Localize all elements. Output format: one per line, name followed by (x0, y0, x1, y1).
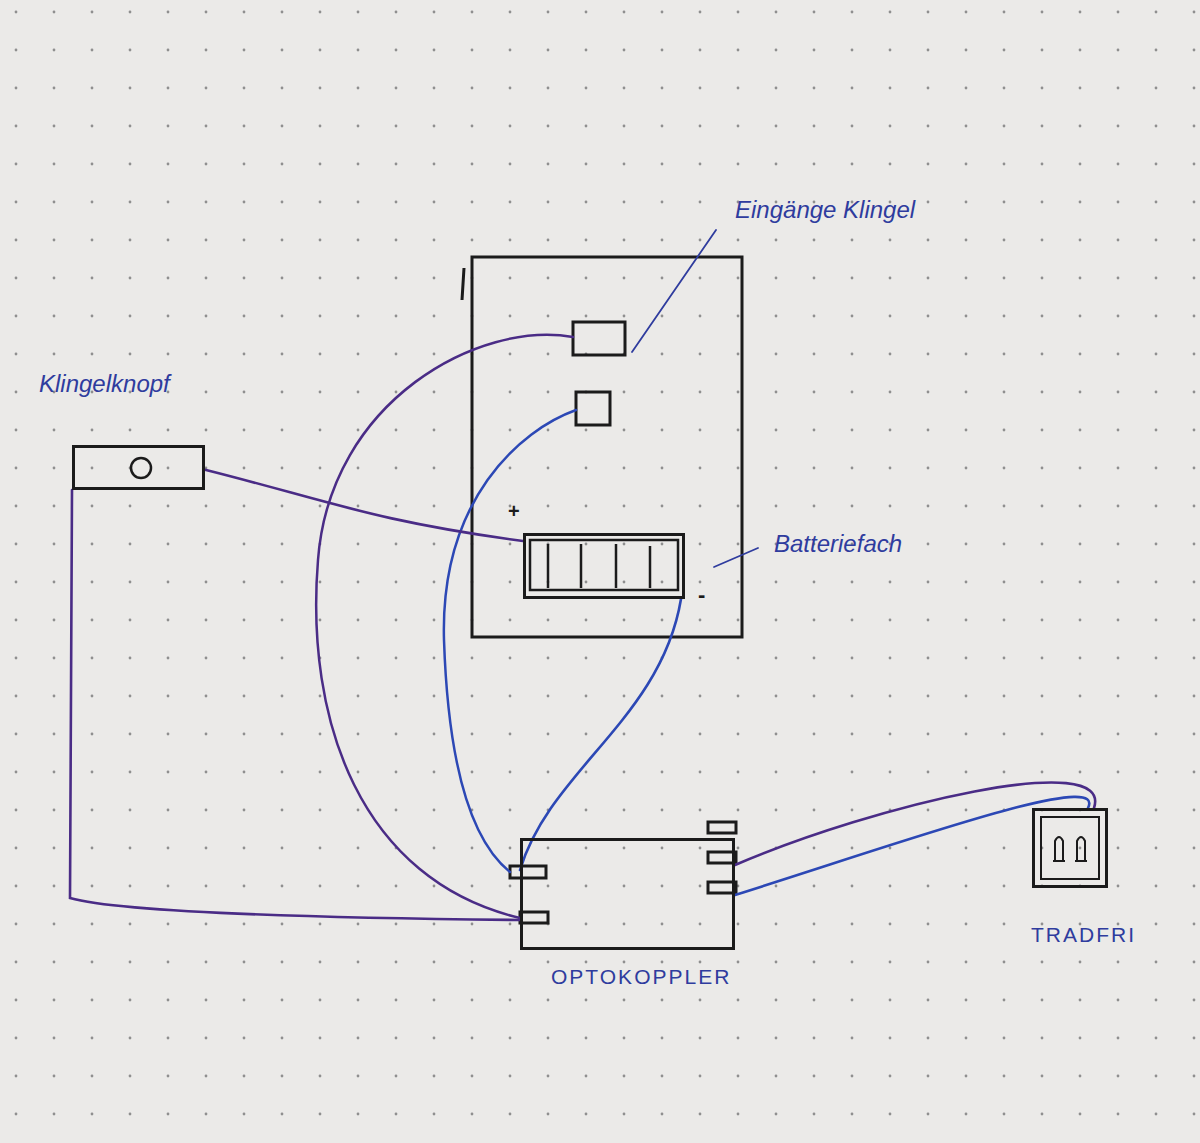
node-label: Klingelknopf (39, 370, 170, 398)
optocoupler-pin (520, 912, 548, 923)
wire (735, 797, 1089, 895)
polarity-mark: - (698, 582, 705, 608)
optocoupler-pin (510, 866, 546, 878)
optocoupler-pin (708, 852, 736, 863)
battery-compartment-symbol (526, 536, 682, 596)
wire (70, 490, 520, 920)
battery-compartment: Batteriefach (523, 533, 685, 599)
housing-mark (462, 268, 464, 300)
doorbell-button: Klingelknopf (72, 445, 205, 490)
leader-line (632, 230, 716, 352)
optocoupler: OPTOKOPPLER (520, 838, 735, 950)
node-label: Batteriefach (774, 530, 902, 558)
bell-input-terminal (573, 322, 625, 355)
doorbell-housing (472, 257, 742, 637)
terminal-label: Eingänge Klingel (735, 196, 915, 224)
optocoupler-pin (708, 882, 736, 893)
wire (205, 470, 523, 541)
node-label: OPTOKOPPLER (551, 965, 731, 989)
wire (520, 599, 681, 870)
polarity-mark: + (508, 500, 520, 523)
leader-line (714, 548, 758, 567)
optocoupler-pin (708, 822, 736, 833)
doorbell-button-symbol (75, 448, 202, 487)
bell-input-terminal (576, 392, 610, 425)
tradfri-module-symbol (1035, 811, 1105, 885)
node-label: TRADFRI (1031, 923, 1136, 947)
tradfri-module: TRADFRI (1032, 808, 1108, 888)
